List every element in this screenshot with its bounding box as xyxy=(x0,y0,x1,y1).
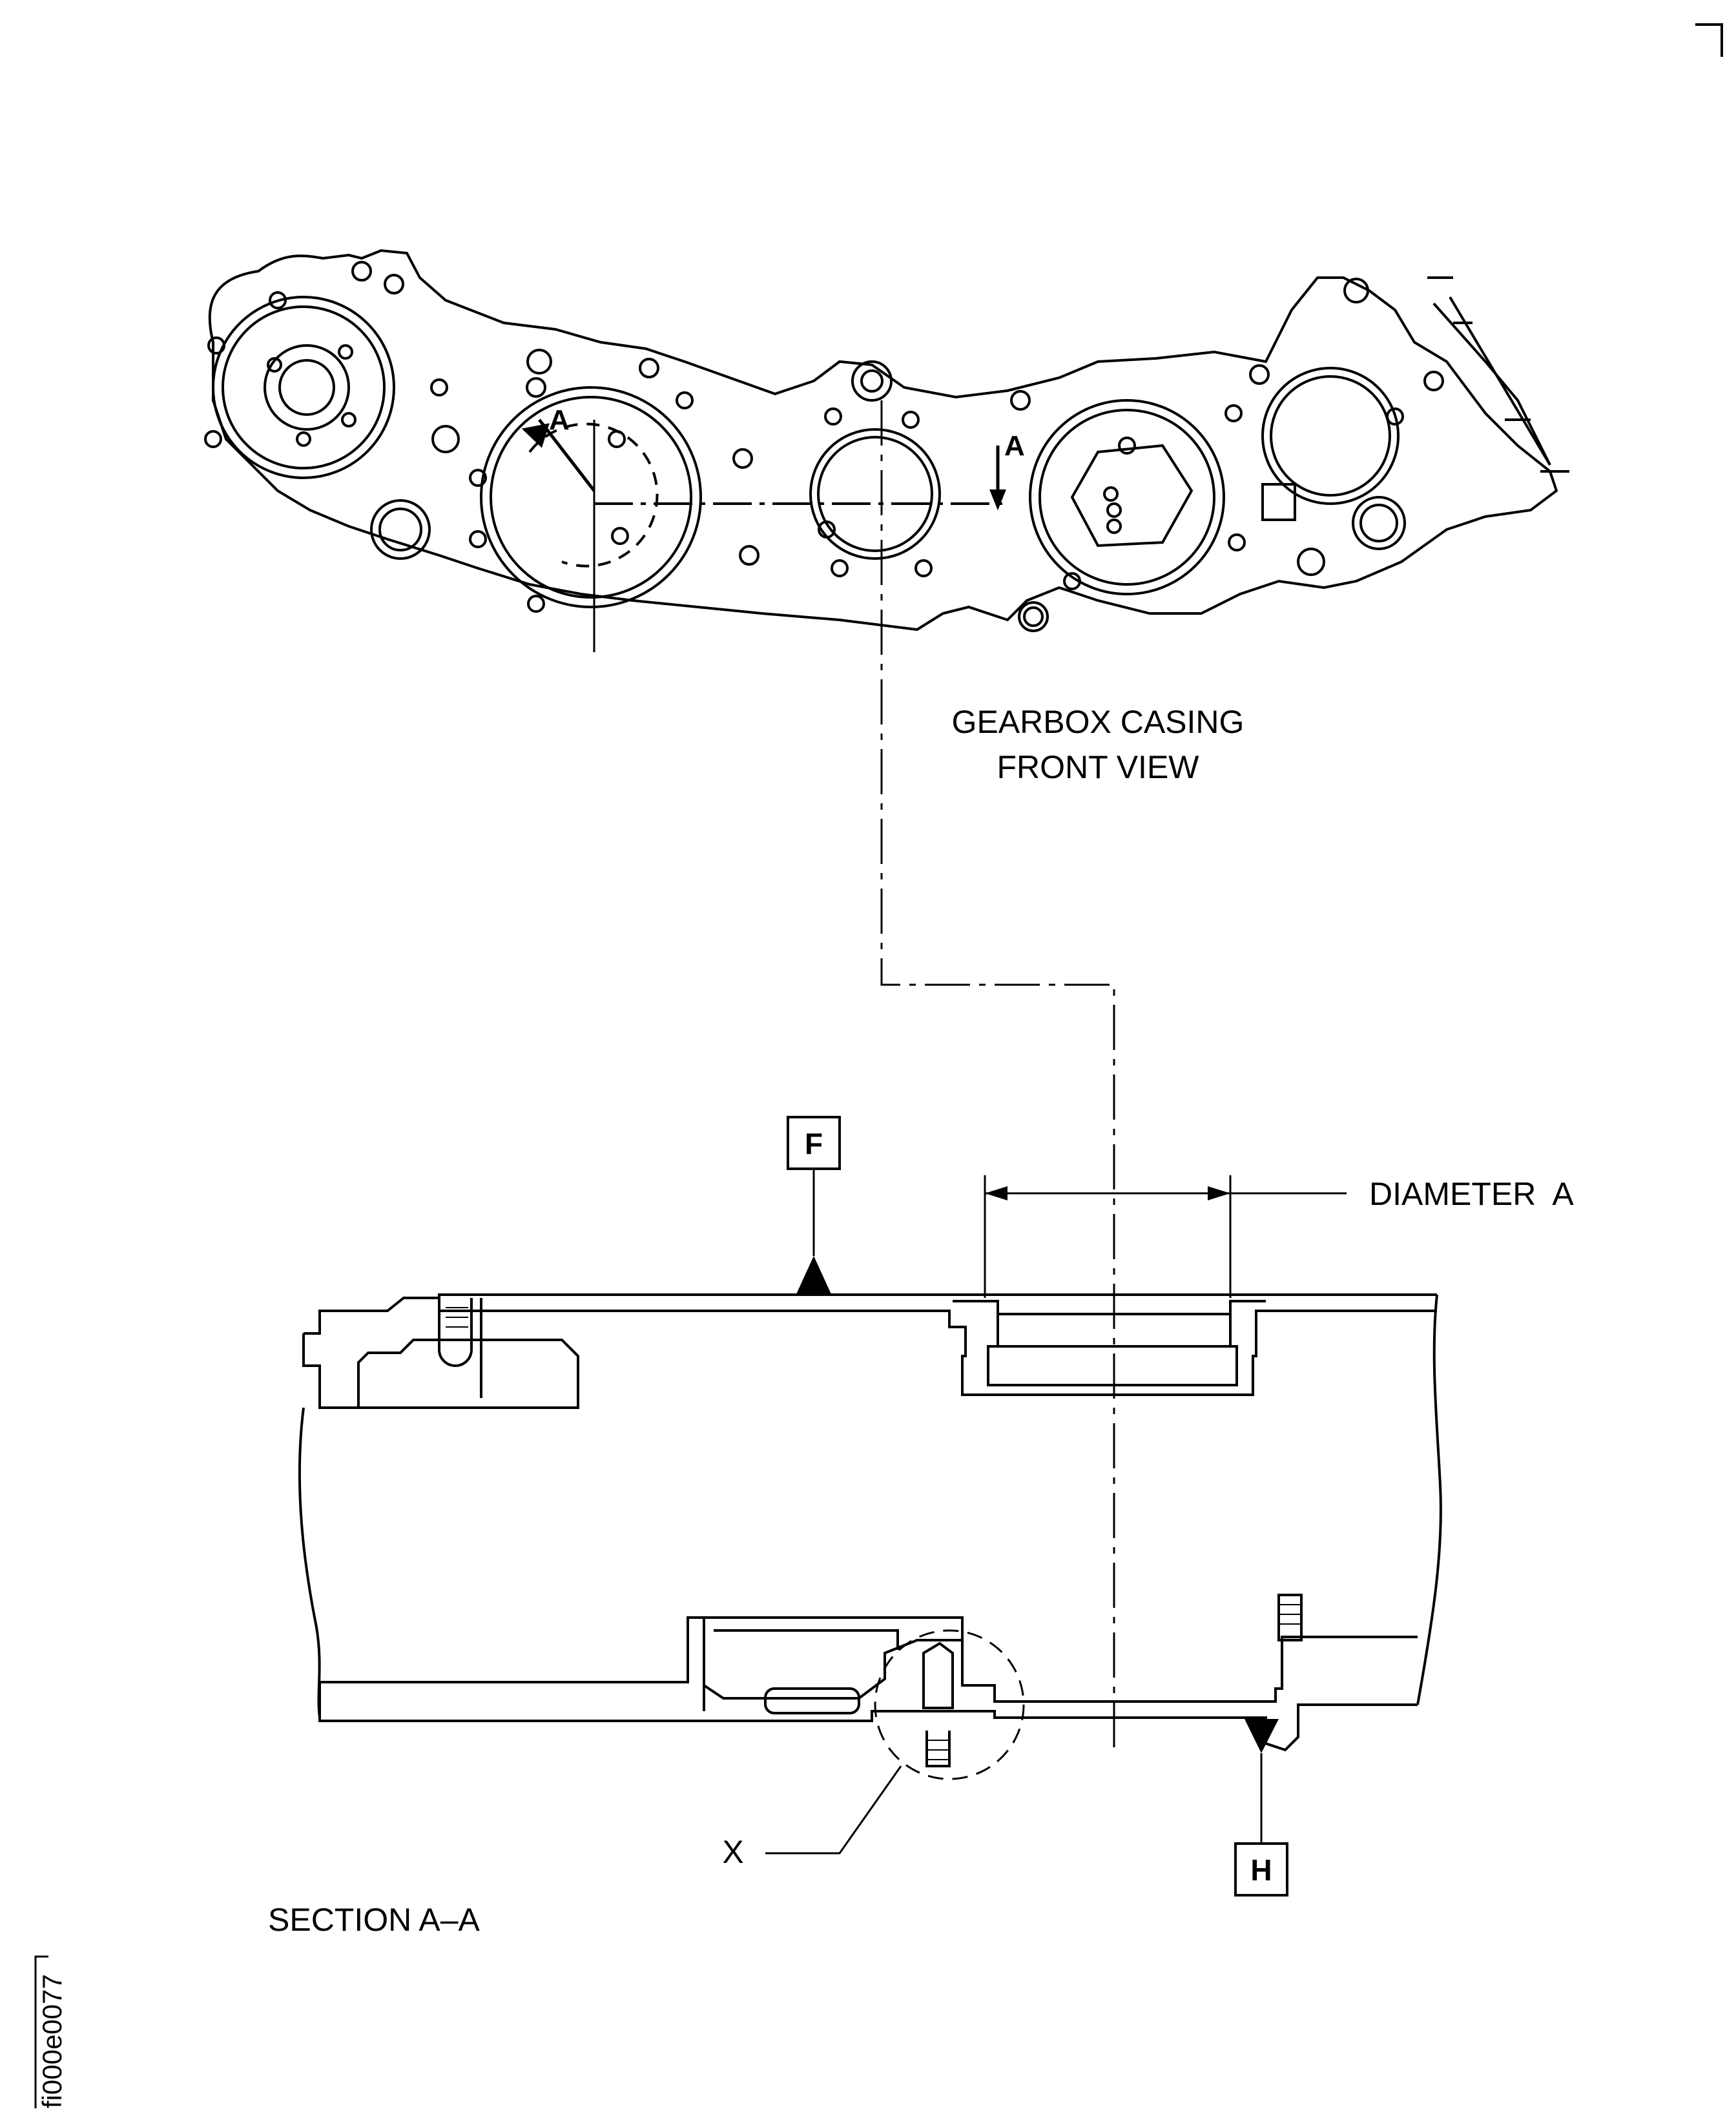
diameter-dimension xyxy=(984,1175,1347,1298)
corner-crop-mark xyxy=(1695,23,1723,57)
section-mark-left: A xyxy=(549,404,570,436)
diameter-label: DIAMETER A xyxy=(1369,1176,1574,1212)
datum-f-label: F xyxy=(805,1127,823,1160)
section-caption: SECTION A–A xyxy=(268,1902,480,1938)
datum-f-triangle xyxy=(796,1256,831,1294)
front-view-casing xyxy=(204,249,1569,632)
detail-x-leader xyxy=(765,1765,902,1855)
section-mark-right: A xyxy=(1004,430,1025,462)
figure-reference-text: fi000e0077 xyxy=(37,1974,67,2108)
datum-h-box xyxy=(1234,1842,1288,1897)
detail-x-circle xyxy=(874,1629,1025,1780)
section-cut-line xyxy=(521,418,1008,652)
front-view-caption-line1: GEARBOX CASING xyxy=(952,704,1245,740)
datum-h-triangle xyxy=(1245,1719,1279,1753)
detail-x-label: X xyxy=(722,1834,743,1870)
datum-h-label: H xyxy=(1250,1853,1272,1887)
figure-reference: fi000e0077 xyxy=(34,1955,67,2108)
front-view-caption-line2: FRONT VIEW xyxy=(997,749,1200,785)
projection-centerline xyxy=(880,400,1115,1756)
section-casing xyxy=(298,1293,1442,1767)
